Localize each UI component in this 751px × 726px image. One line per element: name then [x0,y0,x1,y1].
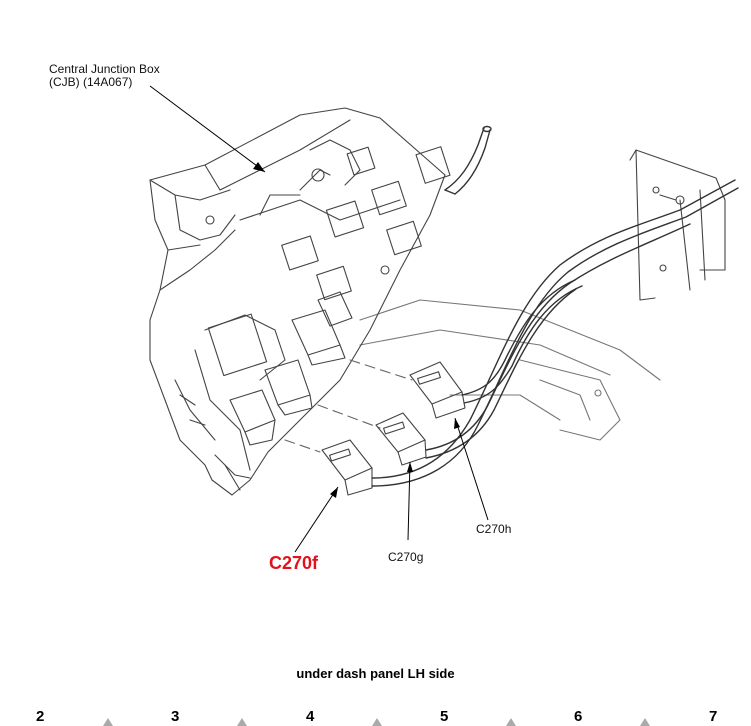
ruler-number: 7 [709,708,718,725]
c270g-label: C270g [388,550,424,564]
ruler-number: 6 [574,708,583,725]
cjb-leader [149,85,266,173]
connector-c270g-shape [375,412,427,466]
ruler-marker-icon [237,718,247,726]
side-panel [629,149,726,301]
ruler-marker-icon [640,718,650,726]
c270g-leader [407,461,411,541]
diagram-caption: under dash panel LH side [296,666,455,681]
wiring-harness [371,179,739,487]
upper-cable [444,125,492,195]
ruler-number: 5 [440,708,449,725]
mounting-rail [359,299,661,441]
cjb-label-line1: Central Junction Box [49,62,160,76]
ruler-marker-icon [506,718,516,726]
grid-ruler: 2 3 4 5 6 7 [0,706,751,726]
central-junction-box [149,107,451,496]
alignment-lines [284,359,413,453]
cjb-label: Central Junction Box (CJB) (14A067) [49,63,160,89]
c270h-leader [454,417,489,521]
connector-c270h-shape [409,361,466,419]
connector-c270f-shape [321,439,373,496]
c270f-leader [294,486,339,553]
ruler-number: 4 [306,708,315,725]
c270f-label: C270f [269,553,319,573]
ruler-marker-icon [103,718,113,726]
ruler-number: 2 [36,708,45,725]
cjb-label-line2: (CJB) (14A067) [49,75,133,89]
ruler-marker-icon [372,718,382,726]
c270h-label: C270h [476,522,512,536]
leader-lines [149,85,489,553]
ruler-number: 3 [171,708,180,725]
wiring-diagram [149,85,739,553]
leader-arrowheads [253,162,460,498]
